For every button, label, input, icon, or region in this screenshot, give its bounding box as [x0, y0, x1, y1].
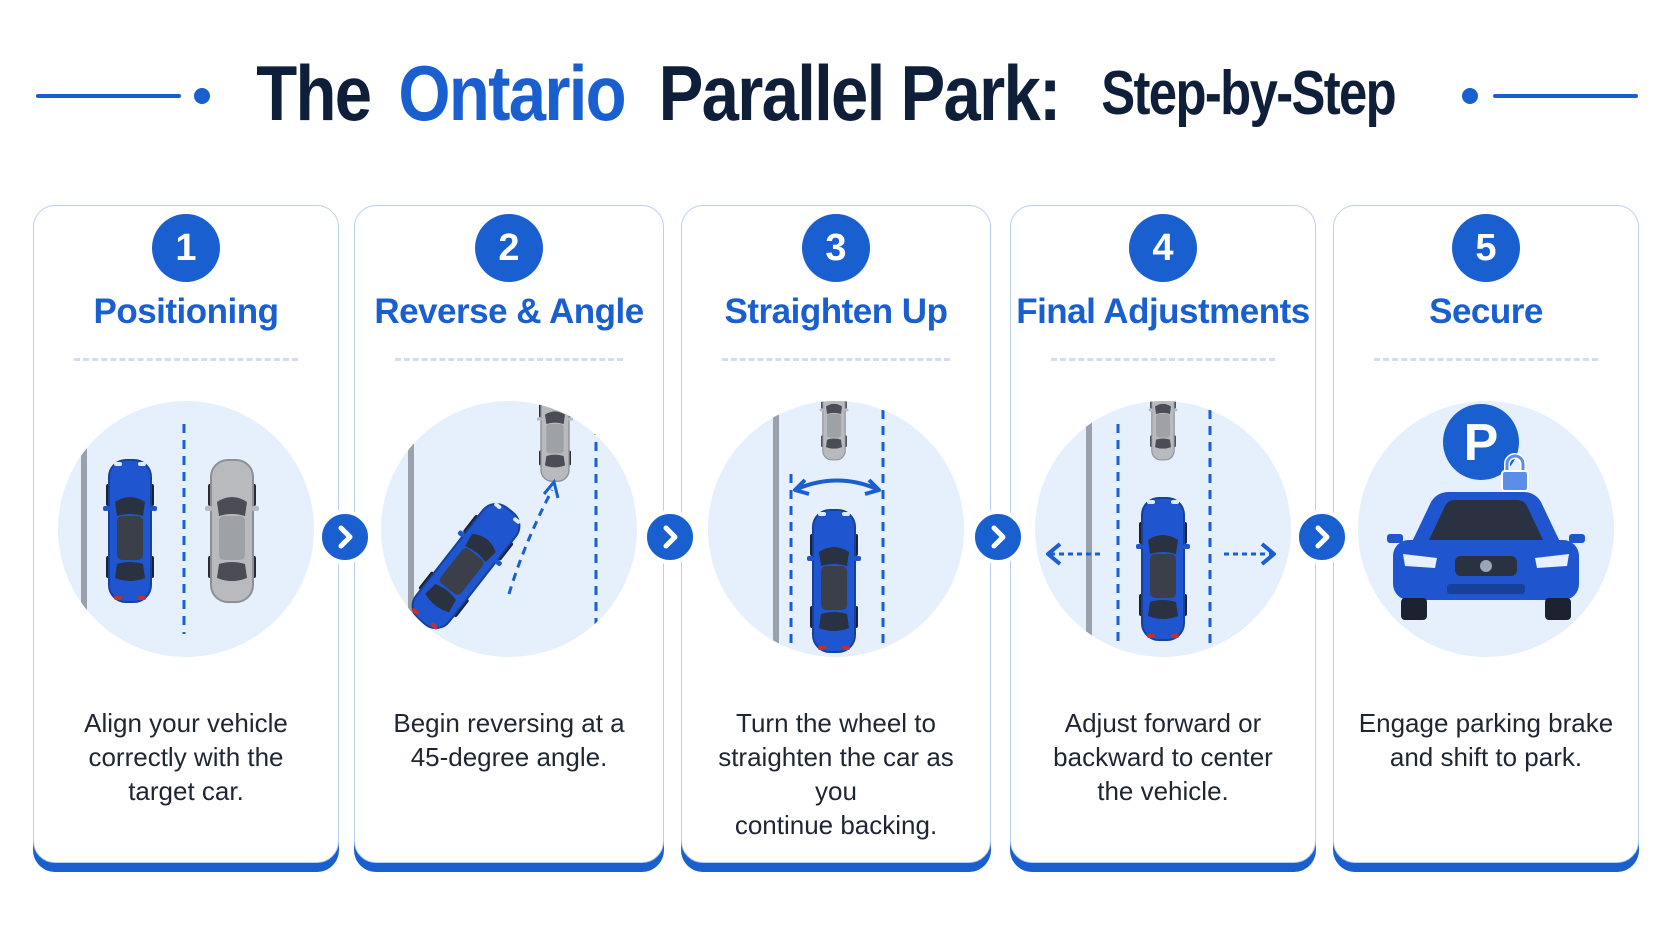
step-number-badge: 5 — [1452, 214, 1520, 282]
title-banner: The Ontario Parallel Park: Step-by-Step — [0, 38, 1672, 148]
chevron-right-icon — [971, 510, 1025, 564]
divider — [74, 358, 298, 361]
svg-text:P: P — [1464, 414, 1499, 472]
step-description: Turn the wheel to straighten the car as … — [718, 708, 954, 840]
step-number-badge: 4 — [1129, 214, 1197, 282]
step-title: Secure — [1429, 292, 1543, 331]
title-word-step-by-step: Step-by-Step — [1100, 58, 1396, 128]
step-description: Adjust forward or backward to center the… — [1053, 708, 1273, 806]
divider — [722, 358, 950, 361]
step-description: Align your vehicle correctly with the ta… — [84, 708, 288, 806]
cars-side-by-side-icon — [51, 394, 321, 664]
car-reversing-angle-icon — [374, 394, 644, 664]
step-number-badge: 2 — [475, 214, 543, 282]
car-centering-icon — [1028, 394, 1298, 664]
step-card-4: 4 Final Adjustments Adjust forward or ba… — [1010, 205, 1316, 863]
page-title: The Ontario Parallel Park: Step-by-Step — [232, 38, 1442, 148]
step-card-3: 3 Straighten Up Turn the wheel to straig… — [681, 205, 991, 863]
title-word-ontario: Ontario — [398, 48, 627, 137]
step-number-badge: 3 — [802, 214, 870, 282]
divider — [1374, 358, 1598, 361]
step-card-5: 5 Secure P Engage parking brake — [1333, 205, 1639, 863]
title-dot-left — [194, 88, 210, 104]
divider — [1051, 358, 1275, 361]
step-card-1: 1 Positioning Align your vehicle correct… — [33, 205, 339, 863]
step-title: Straighten Up — [724, 292, 948, 331]
car-straightening-icon — [701, 394, 971, 664]
step-title: Final Adjustments — [1016, 292, 1310, 331]
chevron-right-icon — [643, 510, 697, 564]
step-description: Begin reversing at a 45-degree angle. — [393, 708, 625, 772]
title-word-parallel-park: Parallel Park: — [658, 48, 1062, 137]
step-card-2: 2 Reverse & Angle Begin reversing at a 4… — [354, 205, 664, 863]
title-word-the: The — [256, 48, 372, 137]
chevron-right-icon — [318, 510, 372, 564]
title-rule-right — [1493, 94, 1638, 98]
step-title: Positioning — [93, 292, 279, 331]
chevron-right-icon — [1295, 510, 1349, 564]
title-dot-right — [1462, 88, 1478, 104]
parked-car-lock-icon: P — [1351, 394, 1621, 664]
title-rule-left — [36, 94, 181, 98]
step-number-badge: 1 — [152, 214, 220, 282]
step-title: Reverse & Angle — [374, 292, 644, 331]
step-description: Engage parking brake and shift to park. — [1358, 708, 1614, 772]
divider — [395, 358, 623, 361]
